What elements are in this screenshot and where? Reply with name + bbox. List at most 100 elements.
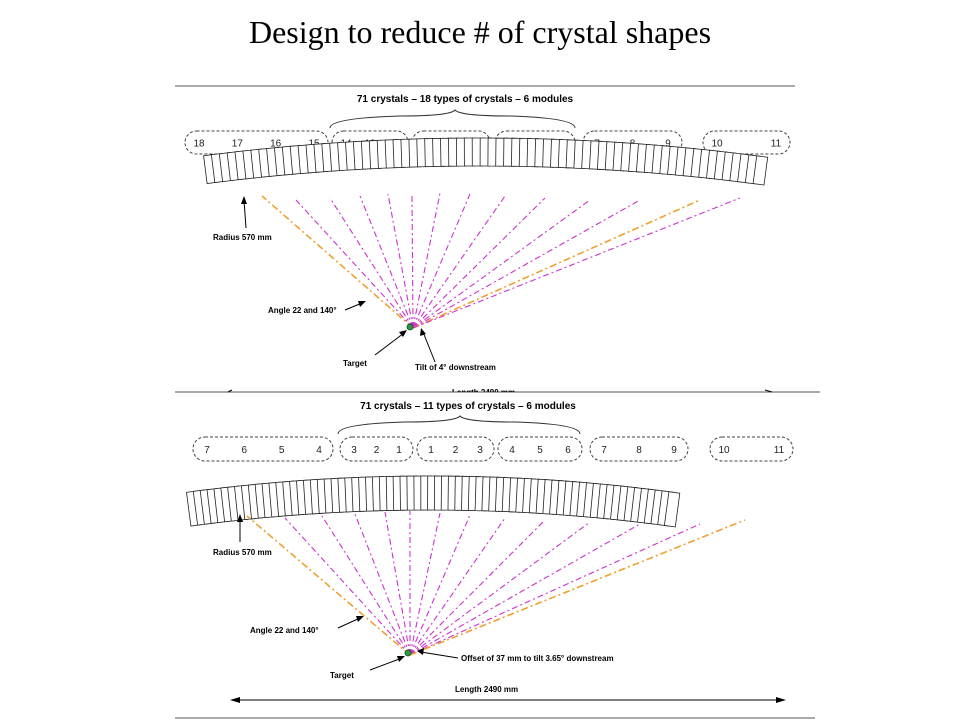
crystal-block	[663, 491, 681, 528]
module-crystal-number: 11	[771, 139, 782, 150]
panel1-offset-label: Tilt of 4° downstream	[415, 363, 496, 372]
panel2-target-arrow	[369, 657, 403, 671]
module-crystal-number: 9	[671, 445, 677, 456]
crystal-ray	[284, 517, 411, 656]
panel2-angle-arrowhead	[356, 616, 364, 622]
crystal-ray	[321, 515, 411, 656]
panel-11-types: 71 crystals – 11 types of crystals – 6 m…	[186, 401, 794, 703]
panel1-length-arrow-left	[227, 389, 233, 393]
crystal-ray	[411, 192, 414, 329]
panel1-angle-label: Angle 22 and 140°	[268, 306, 337, 315]
crystal-ray	[412, 197, 546, 329]
panel2-target-label: Target	[330, 671, 354, 680]
crystal-ray	[412, 192, 441, 329]
module-crystal-number: 5	[279, 445, 285, 456]
module-group-box	[702, 130, 791, 155]
module-crystal-number: 1	[428, 445, 434, 456]
crystal-block	[752, 155, 769, 186]
module-crystal-number: 7	[601, 445, 607, 456]
module-crystal-number: 4	[509, 445, 515, 456]
module-crystal-number: 4	[316, 445, 322, 456]
crystal-ray	[295, 199, 414, 329]
module-crystal-number: 10	[718, 445, 730, 456]
module-crystal-number: 11	[774, 445, 785, 456]
panel1-rays	[261, 192, 741, 329]
module-crystal-number: 17	[232, 139, 244, 150]
panel1-crystal-arc	[203, 137, 769, 186]
acceptance-ray	[412, 199, 701, 329]
panel1-target-arrowhead	[399, 330, 407, 337]
panel2-target-arrowhead	[397, 656, 405, 662]
crystal-ray	[409, 523, 641, 656]
module-crystal-number: 18	[193, 139, 205, 150]
panel1-radius-label: Radius 570 mm	[213, 233, 272, 242]
module-crystal-number: 9	[665, 139, 671, 150]
module-crystal-number: 8	[636, 445, 642, 456]
module-crystal-number: 6	[242, 445, 248, 456]
module-crystal-number: 16	[270, 139, 282, 150]
panel2-offset-arrowhead	[417, 648, 424, 655]
crystal-ray	[409, 519, 546, 656]
panel1-radius-arrowhead	[241, 196, 247, 204]
crystal-ray	[387, 193, 414, 329]
panel1-length-label: Length 2490 mm	[452, 388, 515, 397]
crystal-ray	[409, 517, 506, 656]
panel1-target-label: Target	[343, 359, 367, 368]
panel1-target-arrow	[374, 332, 405, 356]
module-crystal-number: 3	[477, 445, 483, 456]
page-title: Design to reduce # of crystal shapes	[248, 14, 712, 50]
panel2-header: 71 crystals – 11 types of crystals – 6 m…	[360, 401, 576, 412]
module-group-box	[709, 436, 794, 462]
crystal-ray	[412, 199, 641, 329]
module-crystal-number: 6	[565, 445, 571, 456]
module-group-box	[416, 436, 495, 462]
panel1-radius-arrow	[243, 199, 247, 229]
panel1-length-clip: Length 2490 mm	[452, 388, 515, 397]
panel1-header: 71 crystals – 18 types of crystals – 6 m…	[357, 94, 574, 105]
panel2-angle-label: Angle 22 and 140°	[250, 626, 319, 635]
panel1-offset-arrow	[422, 331, 436, 363]
panel2-length-arrowhead-right	[776, 697, 786, 703]
crystal-ray	[329, 197, 414, 329]
panel1-brace	[329, 109, 576, 129]
module-crystal-number: 10	[711, 139, 723, 150]
panel1-offset-arrowhead	[420, 328, 426, 336]
panel1-target-point	[406, 323, 414, 331]
crystal-ray	[409, 512, 441, 656]
panel2-length-label: Length 2490 mm	[455, 685, 518, 694]
module-group-box	[192, 436, 334, 462]
panel1-angle-arrowhead	[358, 301, 366, 307]
crystal-ray	[359, 195, 414, 329]
acceptance-ray	[261, 195, 414, 329]
acceptance-ray	[246, 515, 411, 656]
module-crystal-number: 7	[204, 445, 210, 456]
module-crystal-number: 2	[374, 445, 380, 456]
module-crystal-number: 2	[453, 445, 459, 456]
module-crystal-number: 3	[351, 445, 357, 456]
crystal-ray	[409, 521, 591, 656]
panel2-length-arrowhead-left	[230, 697, 240, 703]
panel2-radius-label: Radius 570 mm	[213, 548, 272, 557]
module-crystal-number: 5	[537, 445, 543, 456]
crystal-ray	[409, 523, 701, 656]
panel2-radius-arrowhead	[237, 514, 243, 522]
panel2-angle-arrow	[337, 617, 361, 629]
crystal-ray	[412, 197, 741, 329]
acceptance-ray	[409, 519, 746, 656]
module-group-box	[339, 436, 414, 462]
module-group-box	[589, 436, 689, 462]
panel1-length-arrow-right	[764, 389, 773, 393]
panel2-target-point	[404, 649, 412, 657]
panel-18-types: 71 crystals – 18 types of crystals – 6 m…	[184, 94, 791, 397]
crystal-ray	[412, 199, 591, 329]
crystal-ray	[412, 195, 506, 329]
module-group-box	[497, 436, 583, 462]
panel2-rays	[246, 511, 746, 656]
panel2-crystal-arc	[186, 475, 681, 528]
panel2-brace	[337, 415, 581, 435]
panel2-offset-arrow	[420, 651, 459, 659]
crystal-ray	[409, 514, 471, 656]
module-crystal-number: 1	[396, 445, 402, 456]
